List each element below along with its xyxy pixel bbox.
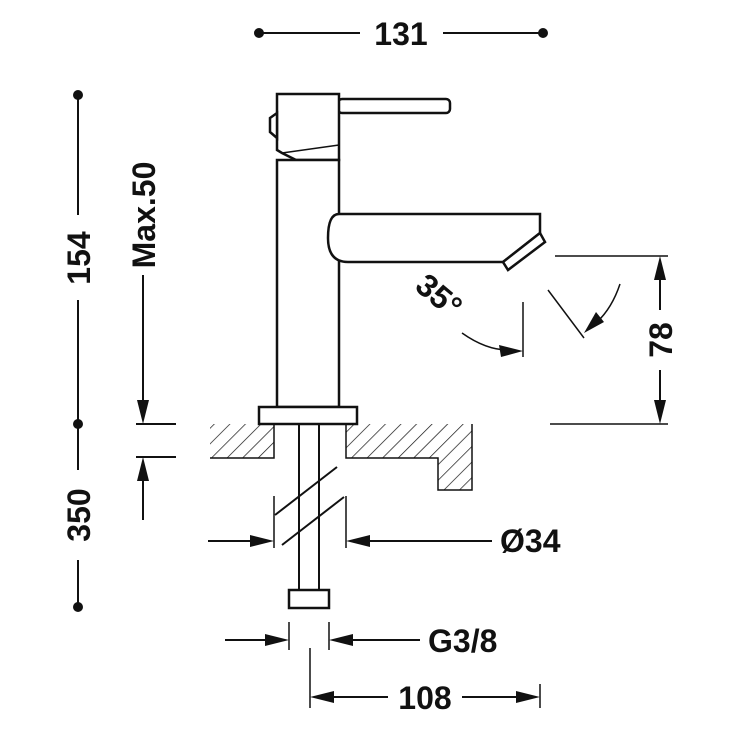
spout-projection-label: 108 — [398, 680, 451, 716]
supply-nut — [287, 588, 331, 610]
countertop-section — [210, 424, 473, 491]
dimension-spout-height: 78 — [550, 255, 679, 425]
overall-width-label: 131 — [374, 16, 427, 52]
dimension-overall-width: 131 — [254, 16, 548, 52]
hole-diameter-label: Ø34 — [500, 523, 561, 559]
spout — [326, 212, 542, 264]
dimension-thread: G3/8 — [225, 622, 497, 659]
dimension-left-heights: 154 350 — [61, 90, 97, 612]
spout-angle-label: 35° — [409, 266, 469, 325]
dimension-spout-angle: 35° — [409, 266, 621, 357]
base-flange — [257, 405, 359, 426]
countertop-left-hatch — [210, 424, 274, 458]
faucet-body — [257, 92, 547, 610]
dimension-spout-projection: 108 — [309, 648, 541, 716]
total-height-label: 154 — [61, 231, 97, 285]
dimension-deck-thickness: Max.50 — [126, 162, 176, 520]
aerator — [501, 231, 547, 272]
dimension-hole-diameter: Ø34 — [208, 496, 561, 559]
supply-length-label: 350 — [61, 488, 97, 541]
break-line — [274, 466, 338, 516]
max-deck-thickness-label: Max.50 — [126, 162, 162, 269]
break-line — [281, 496, 345, 546]
thread-label: G3/8 — [428, 623, 497, 659]
countertop-right-hatch — [346, 424, 472, 490]
spout-height-label: 78 — [643, 322, 679, 358]
lever-handle — [336, 97, 452, 115]
faucet-column — [275, 158, 341, 409]
